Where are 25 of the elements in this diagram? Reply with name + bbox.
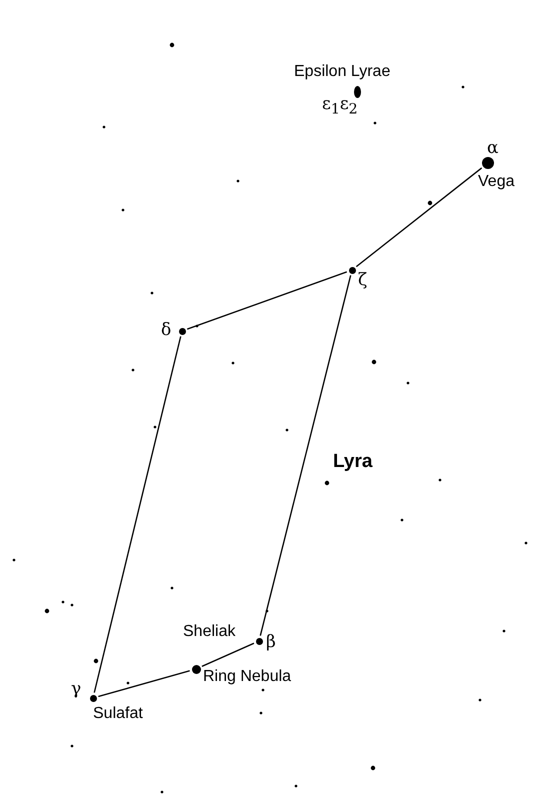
constellation-line xyxy=(98,670,190,698)
star-dot xyxy=(178,328,186,334)
star-name: Epsilon Lyrae xyxy=(294,64,390,80)
star-symbol: γ xyxy=(71,681,82,698)
constellation-name: Lyra xyxy=(333,452,372,471)
constellation-line xyxy=(356,167,482,268)
star-dot xyxy=(482,157,494,169)
constellation-line xyxy=(202,642,254,667)
star-symbol: ε$_{1}$ε$_{2}$ xyxy=(322,96,358,117)
star-symbol: α xyxy=(487,140,498,157)
star-dot xyxy=(90,694,96,702)
constellation-line xyxy=(94,336,182,693)
star-dot xyxy=(348,266,356,274)
star-name: Vega xyxy=(478,174,514,190)
star-name: Sulafat xyxy=(93,706,143,722)
star-name: Ring Nebula xyxy=(203,669,292,685)
star-symbol: δ xyxy=(161,322,172,339)
star-name: Sheliak xyxy=(183,624,236,640)
constellation-line xyxy=(186,271,348,330)
constellation-line xyxy=(260,275,352,636)
star-dot xyxy=(354,86,360,98)
star-dot xyxy=(192,664,200,674)
star-symbol: β xyxy=(266,634,276,651)
star-dot xyxy=(256,638,262,644)
star-symbol: ζ xyxy=(358,272,368,289)
